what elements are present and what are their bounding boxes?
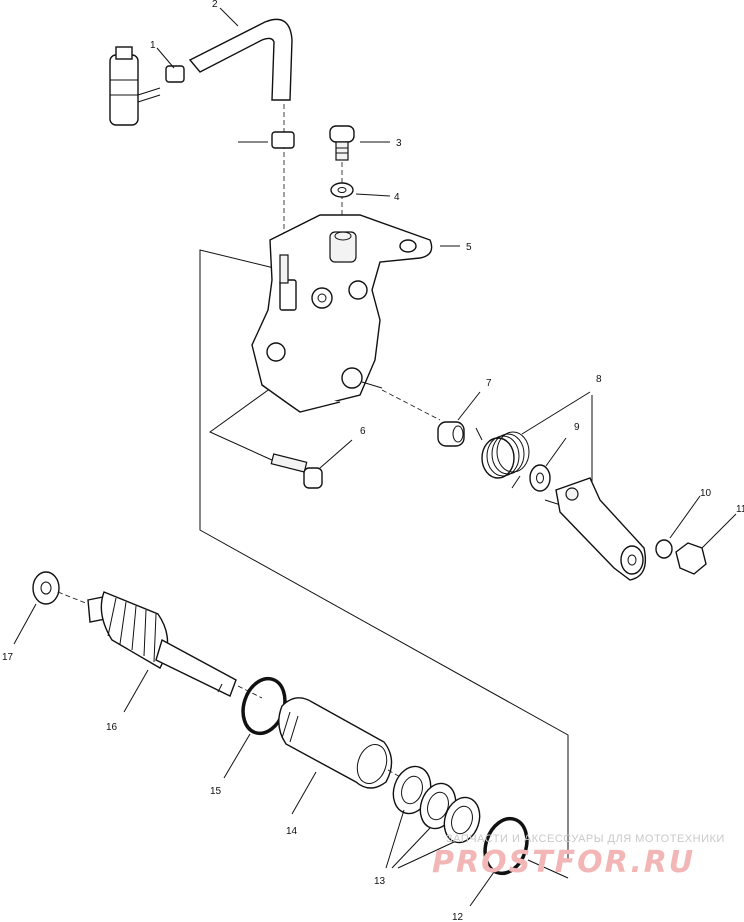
callout-2: 2 [212,0,218,10]
callout-4: 4 [394,192,400,203]
callout-13: 13 [374,876,386,887]
part-4-washer [330,182,391,198]
part-9-washer [529,437,567,492]
watermark-tagline: ЗАПЧАСТИ И АКСЕССУАРЫ ДЛЯ МОТОТЕХНИКИ [446,833,725,845]
callout-14: 14 [286,826,298,837]
part-10-lever [555,477,737,581]
callout-12: 12 [452,912,464,922]
part-16-gear-shaft [87,591,263,713]
callout-10: 10 [700,488,712,499]
callout-5: 5 [466,242,472,253]
part-2-hose [188,7,293,240]
callout-3: 3 [396,138,402,149]
callout-1: 1 [150,40,156,51]
callout-17: 17 [2,652,14,663]
part-8-spring [475,391,591,489]
part-7-spacer [437,391,481,447]
callout-15: 15 [210,786,222,797]
watermark: ЗАПЧАСТИ И АКСЕССУАРЫ ДЛЯ МОТОТЕХНИКИ PR… [432,833,725,880]
callout-7: 7 [486,378,492,389]
part-14-sleeve [278,697,403,815]
callout-9: 9 [574,422,580,433]
part-1-fitting [109,46,185,126]
watermark-logo: PROSTFOR.RU [432,845,695,880]
hose-clamp [238,131,295,149]
part-6-bolt [270,439,353,489]
callout-6: 6 [360,426,366,437]
callout-16: 16 [106,722,118,733]
part-5-oil-pump-body [251,214,460,421]
part-13-seals [385,765,481,869]
callout-11: 11 [736,504,744,515]
part-17-washer [13,571,89,645]
part-12-o-ring [469,816,569,907]
callout-8: 8 [596,374,602,385]
